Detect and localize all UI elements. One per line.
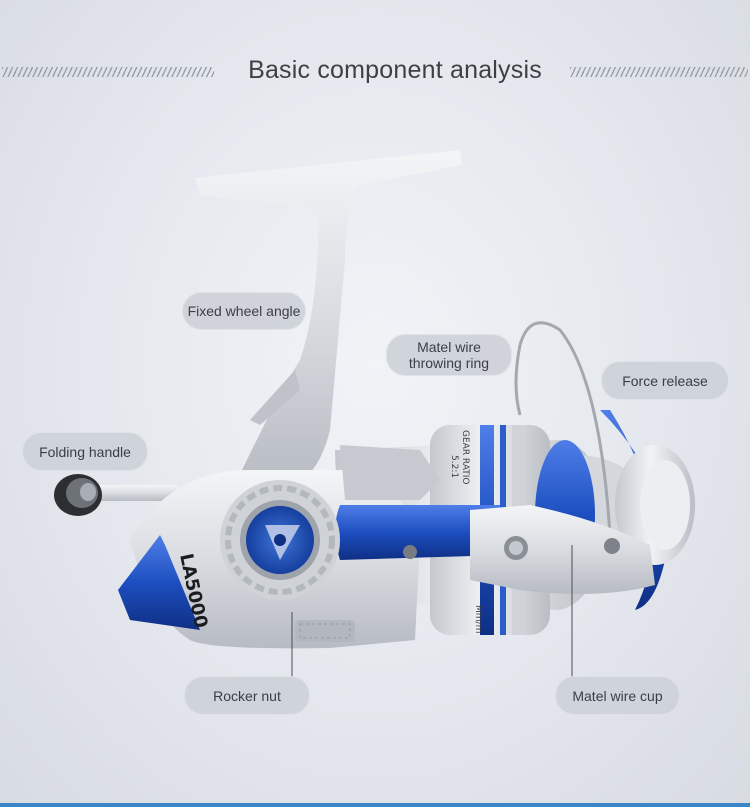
bail-arm (470, 505, 655, 594)
label-matel-wire-cup: Matel wire cup (555, 676, 680, 715)
header-hatch-right (570, 67, 748, 77)
reel-foot (195, 150, 462, 485)
folding-handle-arm (54, 474, 180, 516)
rocker-knob (220, 480, 340, 600)
bail-wire (518, 321, 612, 536)
label-fixed-wheel-angle: Fixed wheel angle (182, 292, 306, 330)
blue-trim-left (118, 535, 200, 630)
label-matel-wire-throwing-ring: Matel wire throwing ring (386, 334, 512, 376)
label-rocker-nut: Rocker nut (184, 676, 310, 715)
label-folding-handle: Folding handle (22, 432, 148, 471)
header: Basic component analysis (0, 52, 750, 92)
blue-trim-center (335, 505, 505, 560)
spool-text-capacity: Mm/m (473, 605, 483, 633)
header-hatch-left (2, 67, 214, 77)
bottom-accent-bar (0, 803, 750, 807)
rocker-nut-base (295, 620, 355, 642)
spool-text-ratio-value: 5.2:1 (449, 455, 459, 478)
page-title: Basic component analysis (248, 56, 542, 84)
label-force-release: Force release (601, 361, 729, 400)
spool-text-gear-ratio: GEAR RATIO (460, 430, 470, 485)
